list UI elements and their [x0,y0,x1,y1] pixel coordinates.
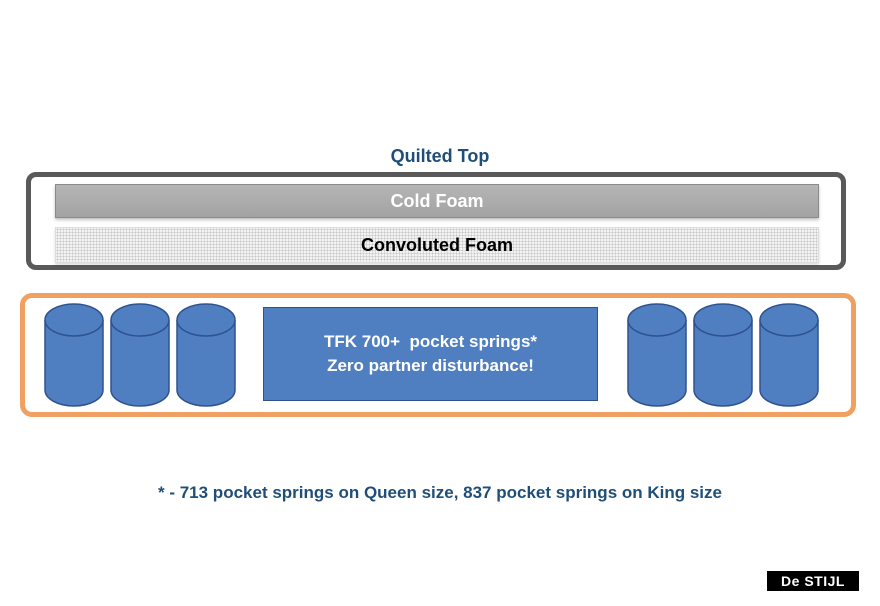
pocket-springs-line-1: TFK 700+ pocket springs* [323,332,538,351]
quilted-top-label: Quilted Top [390,146,490,166]
cold-foam-label: Cold Foam [390,190,484,211]
pocket-springs-box: TFK 700+ pocket springs* Zero partner di… [263,307,598,401]
footnote: * - 713 pocket springs on Queen size, 83… [158,483,722,502]
pocket-springs-line-2: Zero partner disturbance! [327,356,534,375]
pocket-spring-frame [20,293,856,417]
pocket-spring-icon [627,303,687,407]
cold-foam-layer: Cold Foam [55,184,819,218]
pocket-spring-icon [759,303,819,407]
convoluted-foam-label: Convoluted Foam [361,234,513,255]
pocket-spring-icon [693,303,753,407]
convoluted-foam-layer: Convoluted Foam [55,227,819,263]
quilted-top-frame [26,172,846,270]
pocket-spring-icon [176,303,236,407]
brand-logo: De STIJL [767,571,859,591]
pocket-spring-icon [44,303,104,407]
pocket-spring-icon [110,303,170,407]
